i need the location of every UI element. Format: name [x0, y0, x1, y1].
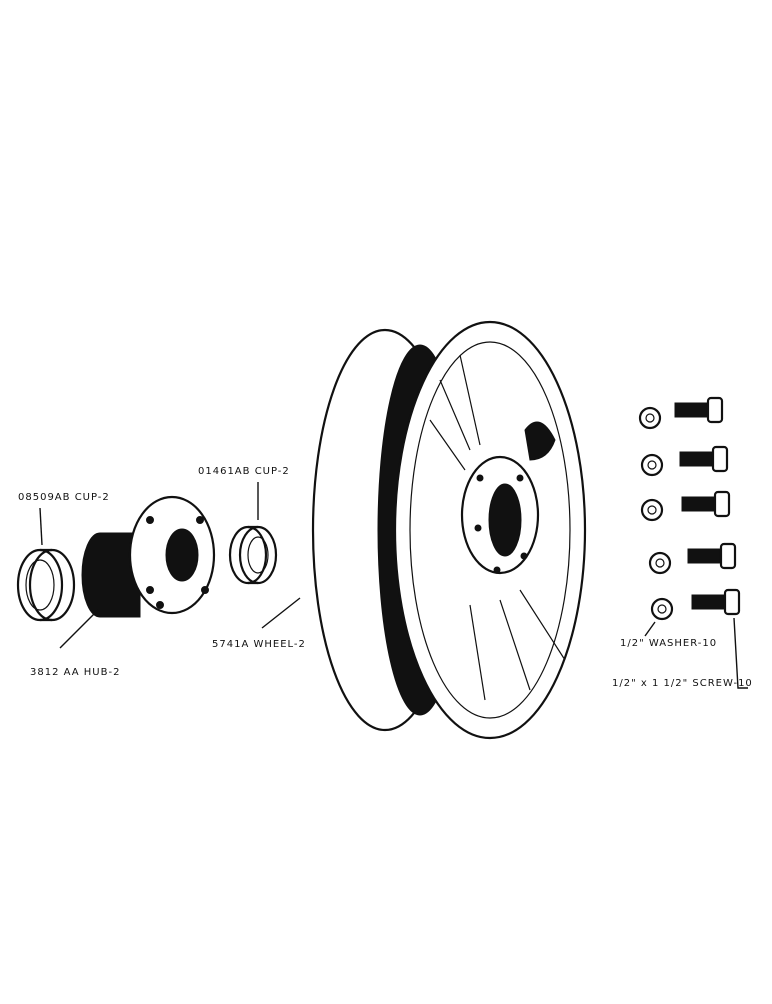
outer-cup [16, 548, 76, 622]
screws [674, 396, 741, 616]
label-screw: 1/2" x 1 1/2" SCREW-10 [612, 678, 753, 689]
label-inner-cup: 01461AB CUP-2 [198, 466, 290, 477]
label-hub: 3812 AA HUB-2 [30, 667, 121, 678]
outer-cup-leader [39, 507, 43, 546]
wheel-leader [261, 597, 301, 629]
washer-leader [644, 621, 656, 637]
label-outer-cup: 08509AB CUP-2 [18, 492, 110, 503]
hub [81, 495, 216, 618]
label-washer: 1/2" WASHER-10 [620, 638, 718, 649]
label-wheel: 5741A WHEEL-2 [212, 639, 306, 650]
screw-leader [733, 617, 748, 689]
wheel [311, 320, 587, 740]
washers [638, 406, 674, 621]
hub-leader [59, 609, 99, 649]
inner-cup [228, 525, 278, 585]
